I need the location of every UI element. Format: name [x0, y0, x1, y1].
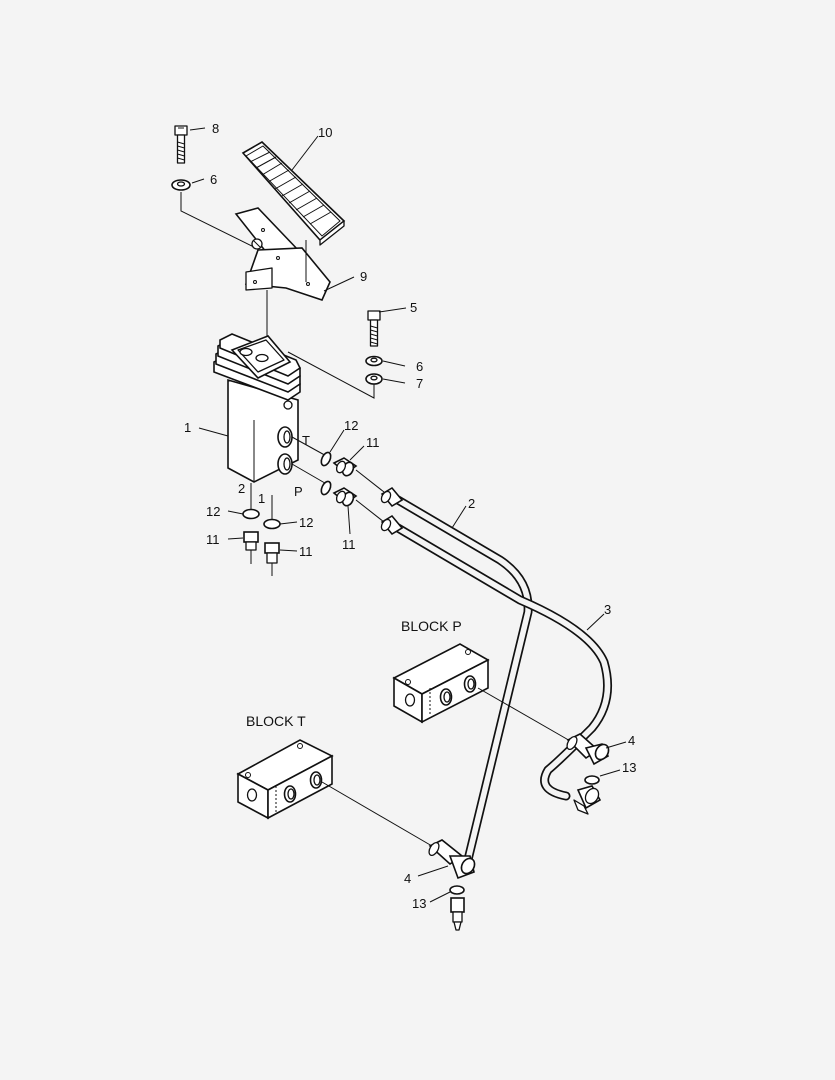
washer-7 — [365, 373, 383, 385]
port-label-P: P — [294, 484, 303, 499]
elbow-fitting-4-t — [428, 839, 476, 880]
callout-12-T: 12 — [344, 418, 358, 433]
callout-13-p: 13 — [622, 760, 636, 775]
fitting-11-port2 — [243, 531, 259, 564]
hose-2 — [393, 495, 533, 873]
fitting-P-line — [355, 499, 385, 523]
bolt-5 — [367, 310, 381, 347]
valve-bolt-line — [287, 351, 375, 399]
fitting-T-line — [355, 469, 385, 493]
callout-3: 3 — [604, 602, 611, 617]
o-ring-13-p — [584, 775, 600, 785]
port-P-line — [291, 463, 331, 487]
callout-10: 10 — [318, 125, 332, 140]
fitting-11-P — [332, 487, 358, 507]
o-ring-12-port2 — [242, 508, 260, 520]
hose-2-end-fitting — [450, 897, 465, 931]
bolt-8 — [174, 125, 188, 164]
o-ring-12-T — [320, 451, 332, 467]
assembly-line-8 — [180, 192, 259, 250]
pedal-bracket-9 — [234, 207, 331, 301]
callout-11-T: 11 — [366, 435, 380, 450]
callout-12-port1: 12 — [299, 515, 313, 530]
callout-11-port2: 11 — [206, 532, 220, 547]
hose-3 — [393, 523, 613, 801]
hose-2-nut-top — [380, 486, 404, 508]
port-label-2: 2 — [238, 481, 245, 496]
block-p — [392, 643, 490, 724]
washer-6-right — [365, 355, 383, 367]
block-t-line — [321, 781, 433, 847]
pedal-valve-1 — [213, 333, 302, 483]
block-p-label: BLOCK P — [401, 618, 462, 634]
block-p-line — [477, 687, 573, 743]
callout-11-P: 11 — [342, 537, 356, 552]
callout-12-port2: 12 — [206, 504, 220, 519]
callout-2-hose: 2 — [468, 496, 475, 511]
callout-4-t: 4 — [404, 871, 411, 886]
callout-11-port1: 11 — [299, 544, 313, 559]
callout-5: 5 — [410, 300, 417, 315]
callout-1-valve: 1 — [184, 420, 191, 435]
hose-3-nut-top — [380, 514, 404, 536]
hose-3-end-fitting — [573, 785, 602, 815]
callout-9: 9 — [360, 269, 367, 284]
o-ring-12-P — [320, 480, 332, 496]
callout-6-right: 6 — [416, 359, 423, 374]
port-label-1: 1 — [258, 491, 265, 506]
leader-lines — [189, 127, 627, 903]
block-t — [236, 739, 334, 820]
block-t-label: BLOCK T — [246, 713, 306, 729]
pedal-10 — [241, 141, 346, 246]
callout-6-top: 6 — [210, 172, 217, 187]
elbow-fitting-4-p — [566, 733, 610, 766]
fitting-11-port1 — [264, 542, 280, 576]
callout-8: 8 — [212, 121, 219, 136]
port-label-T: T — [302, 433, 310, 448]
callout-13-t: 13 — [412, 896, 426, 911]
o-ring-13-t — [449, 885, 465, 895]
o-ring-12-port1 — [263, 518, 281, 530]
fitting-11-T — [332, 457, 358, 477]
washer-6-top — [171, 179, 191, 191]
callout-4-p: 4 — [628, 733, 635, 748]
callout-7: 7 — [416, 376, 423, 391]
